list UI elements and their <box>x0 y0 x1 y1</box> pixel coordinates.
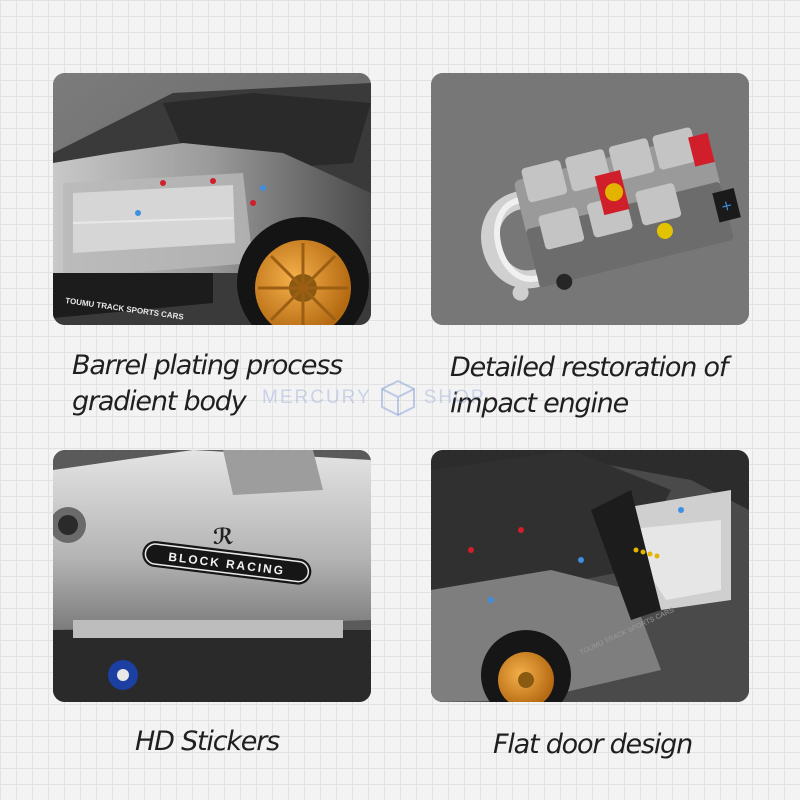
svg-text:+: + <box>719 197 734 215</box>
caption-barrel-plating: Barrel plating process gradient body <box>72 350 343 417</box>
caption-flat-door: Flat door design <box>493 729 693 760</box>
racing-logo-icon: ℛ <box>213 525 234 550</box>
watermark-brand: MERCURY <box>262 387 372 408</box>
hood-sticker-illustration: ℛ BLOCK RACING <box>53 450 371 702</box>
car-side-illustration: TOUMU TRACK SPORTS CARS <box>53 73 371 325</box>
caption-impact-engine: Detailed restoration of impact engine <box>450 352 728 419</box>
cube-logo-icon <box>380 379 415 417</box>
engine-illustration: + <box>431 73 749 325</box>
photo-impact-engine: + <box>431 73 749 325</box>
watermark: MERCURY SHOP <box>262 378 486 418</box>
photo-flat-door: TOUMU TRACK SPORTS CARS <box>431 450 749 702</box>
photo-barrel-plating-body: TOUMU TRACK SPORTS CARS <box>53 73 371 325</box>
caption-hd-stickers: HD Stickers <box>135 726 280 757</box>
watermark-brand-2: SHOP <box>423 387 486 408</box>
car-door-illustration: TOUMU TRACK SPORTS CARS <box>431 450 749 702</box>
photo-hd-stickers: ℛ BLOCK RACING <box>53 450 371 702</box>
